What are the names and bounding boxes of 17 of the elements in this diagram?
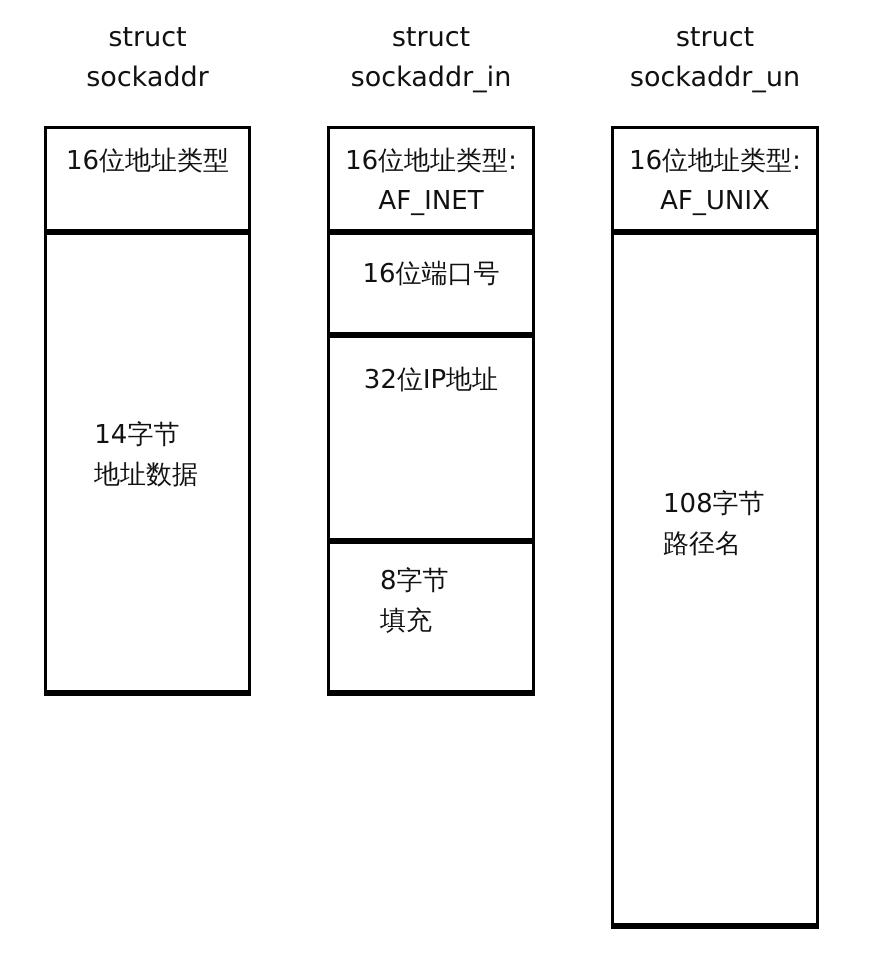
struct-heading: struct sockaddr <box>85 21 210 95</box>
memory-layout-column <box>44 126 251 693</box>
memory-layout-column <box>327 126 535 693</box>
field-label: 16位端口号 <box>361 258 501 291</box>
field-cell <box>327 332 535 544</box>
field-cell <box>44 229 251 696</box>
field-label: 16位地址类型: AF_UNIX <box>628 145 802 218</box>
struct-heading: struct sockaddr_in <box>350 21 512 95</box>
field-label: 14字节地址数据 <box>94 419 200 492</box>
struct-heading: struct sockaddr_un <box>628 21 802 95</box>
field-cell <box>327 538 535 696</box>
field-label: 16位地址类型: AF_INET <box>344 145 518 218</box>
field-label: 16位地址类型 <box>64 145 230 178</box>
field-label: 108字节路径名 <box>663 488 766 561</box>
field-label: 32位IP地址 <box>362 364 500 397</box>
field-cell <box>327 229 535 338</box>
field-label: 8字节填充 <box>380 565 450 638</box>
